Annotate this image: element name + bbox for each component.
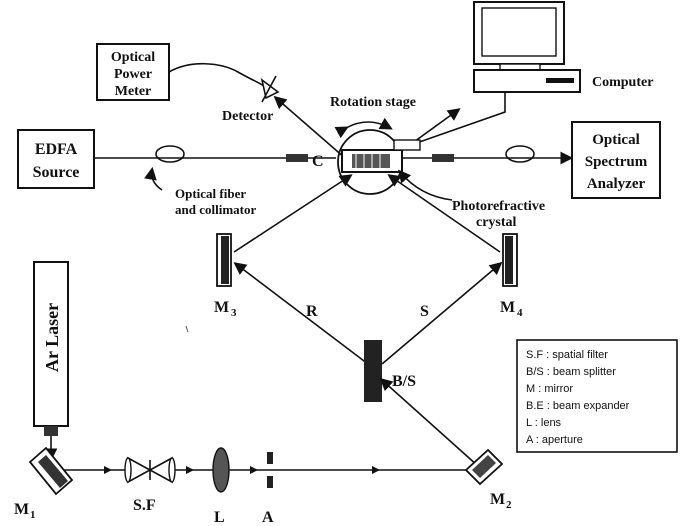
beam-r-to-crystal	[233, 174, 353, 253]
m3-sub: 3	[231, 307, 237, 319]
collimator-c-label: C	[312, 153, 324, 170]
power-meter-line3: Meter	[115, 84, 152, 99]
legend-box: S.F : spatial filter B/S : beam splitter…	[516, 339, 678, 453]
analyzer-line1: Optical	[592, 132, 640, 148]
detector-label: Detector	[222, 109, 273, 124]
fiber-label-line1: Optical fiber	[175, 186, 246, 201]
legend-item: A : aperture	[526, 434, 583, 446]
bs-label: B/S	[392, 373, 416, 390]
legend-item: S.F : spatial filter	[526, 349, 608, 361]
fiber-coil-right	[505, 145, 535, 163]
ar-laser-label: Ar Laser	[42, 303, 62, 372]
rotation-arrow	[334, 117, 393, 139]
fiber-label-line2: and collimator	[175, 202, 256, 217]
sf-label: S.F	[133, 497, 156, 514]
m4-sub: 4	[517, 307, 523, 319]
lens-label: L	[214, 509, 225, 526]
collimator-right	[432, 154, 454, 162]
computer-icon	[473, 1, 581, 93]
m4-label: M	[500, 299, 515, 316]
lens-icon	[212, 447, 230, 493]
legend-item: L : lens	[526, 417, 562, 429]
power-meter-line2: Power	[114, 67, 152, 82]
legend-item: B/S : beam splitter	[526, 366, 616, 378]
aperture-label: A	[262, 509, 274, 526]
beam-s-to-crystal	[387, 174, 501, 253]
detector-icon	[260, 75, 280, 103]
beam-splitter	[364, 340, 382, 402]
crystal-label-line2: crystal	[476, 215, 517, 230]
aperture-icon	[267, 452, 273, 488]
mirror-m2	[464, 448, 504, 486]
fiber-pointer	[144, 166, 163, 191]
analyzer-line2: Spectrum	[585, 154, 648, 170]
beam-to-detector	[273, 95, 346, 159]
power-meter-line1: Optical	[111, 50, 155, 65]
beam-s-arm	[381, 261, 503, 365]
ar-laser: Ar Laser	[33, 261, 69, 436]
r-label: R	[306, 303, 318, 320]
m3-label: M	[214, 299, 229, 316]
mirror-m1	[28, 446, 74, 496]
m1-label: M	[14, 501, 29, 518]
m1-sub: 1	[30, 509, 36, 521]
stray-mark	[185, 325, 189, 333]
m2-label: M	[490, 491, 505, 508]
m2-sub: 2	[506, 499, 512, 511]
legend-item: M : mirror	[526, 383, 573, 395]
rotation-stage-label: Rotation stage	[330, 95, 416, 110]
edfa-source-box: EDFA Source	[17, 129, 95, 189]
spatial-filter-icon	[124, 456, 176, 484]
optical-power-meter-box: Optical Power Meter	[96, 43, 170, 101]
analyzer-line3: Analyzer	[587, 176, 646, 192]
edfa-line2: Source	[33, 164, 80, 181]
meter-fiber	[168, 62, 265, 87]
fiber-coil-left	[155, 145, 185, 163]
s-label: S	[420, 303, 429, 320]
beam-m2-to-bs	[379, 377, 479, 467]
edfa-line1: EDFA	[35, 141, 78, 158]
legend-item: B.E : beam expander	[526, 400, 630, 412]
computer-cable	[407, 92, 506, 147]
optical-spectrum-analyzer-box: Optical Spectrum Analyzer	[571, 121, 661, 199]
crystal-pointer	[397, 169, 453, 201]
crystal-label-line1: Photorefractive	[452, 199, 545, 214]
photorefractive-crystal	[341, 139, 421, 173]
beam-r-arm	[233, 262, 369, 365]
computer-label: Computer	[592, 75, 653, 90]
collimator-left	[286, 154, 308, 162]
